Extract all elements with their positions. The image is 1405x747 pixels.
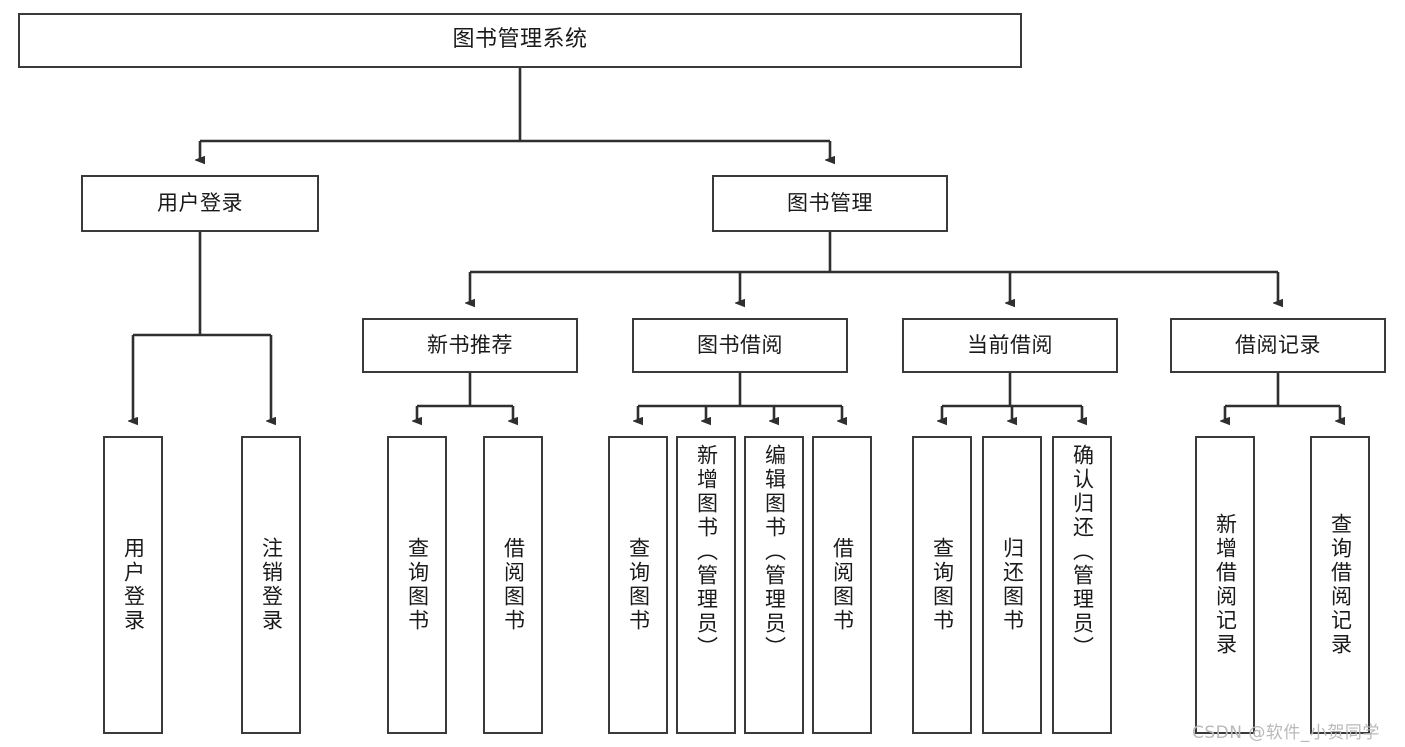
node-label: 图书管理系统 <box>452 27 588 53</box>
node-label: 归还图书 <box>1000 537 1025 633</box>
node-leaf-query-book-2[interactable]: 查询图书 <box>608 436 668 734</box>
node-label: 查询图书 <box>405 537 430 633</box>
node-leaf-user-login[interactable]: 用户登录 <box>103 436 163 734</box>
node-label: 借阅记录 <box>1235 332 1321 357</box>
node-leaf-query-record[interactable]: 查询借阅记录 <box>1310 436 1370 734</box>
node-leaf-user-logout[interactable]: 注销登录 <box>241 436 301 734</box>
node-root-system[interactable]: 图书管理系统 <box>18 13 1022 68</box>
node-current-borrow[interactable]: 当前借阅 <box>902 318 1118 373</box>
node-label: 新增图书（管理员） <box>694 444 719 660</box>
node-book-borrow[interactable]: 图书借阅 <box>632 318 848 373</box>
node-book-manage[interactable]: 图书管理 <box>712 175 948 232</box>
node-leaf-add-record[interactable]: 新增借阅记录 <box>1195 436 1255 734</box>
node-label: 当前借阅 <box>967 332 1053 357</box>
node-new-book-recommend[interactable]: 新书推荐 <box>362 318 578 373</box>
node-label: 借阅图书 <box>501 537 526 633</box>
node-label: 借阅图书 <box>830 537 855 633</box>
node-label: 新书推荐 <box>427 332 513 357</box>
node-leaf-edit-book[interactable]: 编辑图书（管理员） <box>744 436 804 734</box>
watermark-text: CSDN @软件_小贺同学 <box>1192 723 1380 743</box>
node-label: 注销登录 <box>259 537 284 633</box>
node-label: 确认归还（管理员） <box>1070 444 1095 660</box>
node-leaf-borrow-book-2[interactable]: 借阅图书 <box>812 436 872 734</box>
node-leaf-borrow-book-1[interactable]: 借阅图书 <box>483 436 543 734</box>
node-leaf-confirm-return[interactable]: 确认归还（管理员） <box>1052 436 1112 734</box>
csdn-watermark: CSDN @软件_小贺同学 <box>1192 718 1380 743</box>
node-label: 新增借阅记录 <box>1213 513 1238 657</box>
node-label: 查询图书 <box>626 537 651 633</box>
node-leaf-return-book[interactable]: 归还图书 <box>982 436 1042 734</box>
node-label: 用户登录 <box>157 190 243 215</box>
node-label: 查询借阅记录 <box>1328 513 1353 657</box>
node-borrow-record[interactable]: 借阅记录 <box>1170 318 1386 373</box>
node-label: 编辑图书（管理员） <box>762 444 787 660</box>
node-leaf-add-book[interactable]: 新增图书（管理员） <box>676 436 736 734</box>
node-label: 用户登录 <box>121 537 146 633</box>
node-user-login[interactable]: 用户登录 <box>81 175 319 232</box>
node-label: 查询图书 <box>930 537 955 633</box>
node-label: 图书借阅 <box>697 332 783 357</box>
node-leaf-query-book-3[interactable]: 查询图书 <box>912 436 972 734</box>
node-label: 图书管理 <box>787 190 873 215</box>
node-leaf-query-book-1[interactable]: 查询图书 <box>387 436 447 734</box>
